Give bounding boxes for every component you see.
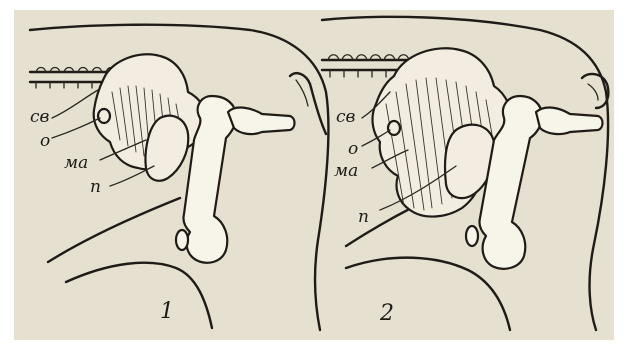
panel-2-gland-o: [388, 121, 400, 135]
panel-1-label-sv: св: [30, 107, 50, 127]
panel-1-gland-o: [98, 109, 110, 123]
panel-1-label-p: п: [90, 177, 101, 197]
panel-2-label-sv: св: [336, 107, 356, 127]
panel-2-label-ma: ма: [334, 161, 358, 181]
panel-1-label-o: о: [40, 131, 50, 151]
panel-2-number: 2: [379, 301, 394, 326]
panel-2-label-p: п: [358, 207, 369, 227]
panel-2-bone-knob: [466, 226, 478, 246]
panel-1-label-ma: ма: [64, 153, 88, 173]
panel-1-bone-knob: [176, 230, 188, 250]
panel-2-label-o: о: [348, 139, 358, 159]
paper-background: [14, 10, 614, 340]
panel-1-number: 1: [160, 299, 174, 324]
